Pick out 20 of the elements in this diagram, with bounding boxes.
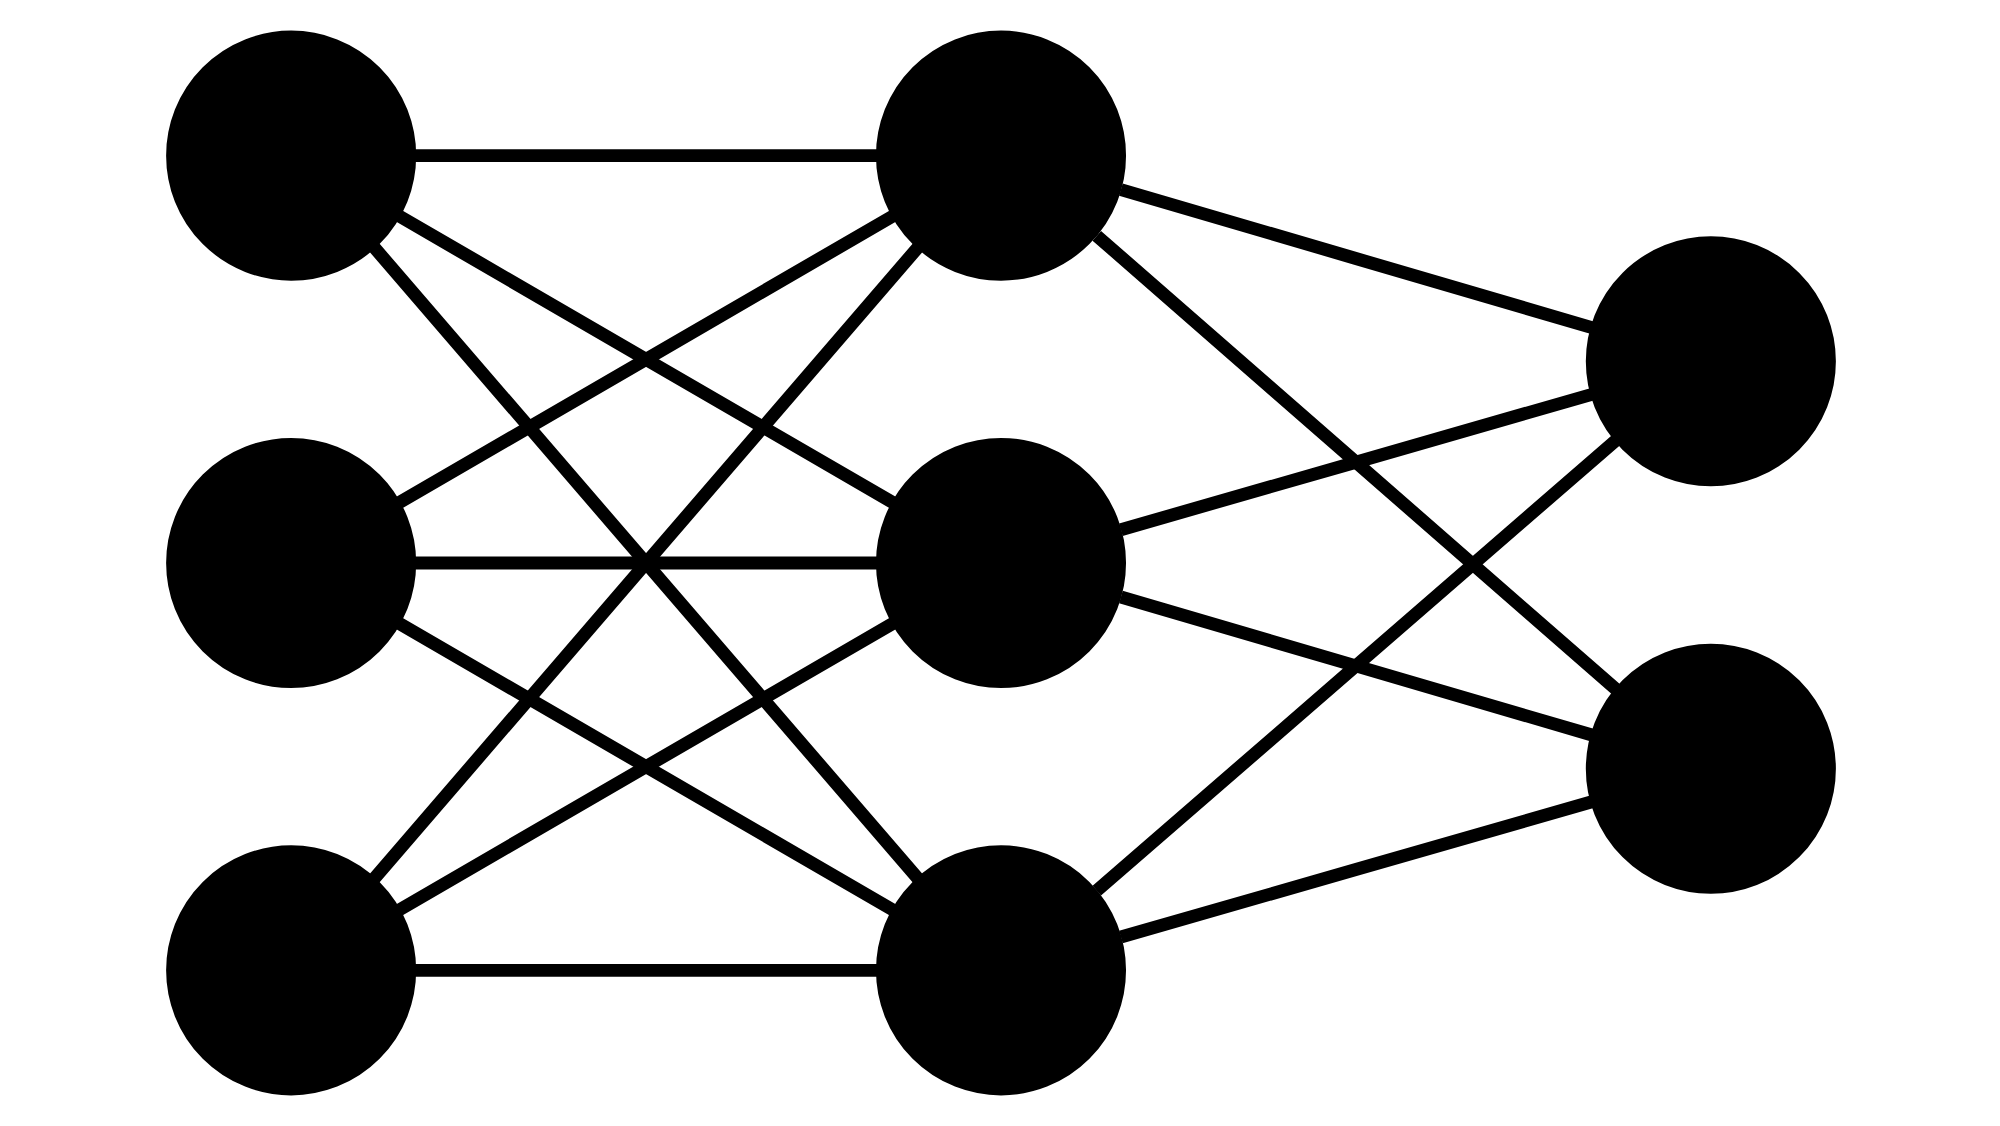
node-circle <box>874 845 1126 1096</box>
connector <box>394 617 896 916</box>
node-circle <box>165 30 416 281</box>
connector <box>1091 230 1620 695</box>
connector <box>1118 183 1593 334</box>
connector <box>1118 795 1593 944</box>
node-circle <box>874 437 1126 689</box>
node-circle <box>165 437 416 689</box>
connector <box>394 210 896 509</box>
node-circle <box>874 30 1126 281</box>
connector <box>1118 388 1593 536</box>
connector <box>413 149 877 163</box>
node-circle <box>1584 643 1835 894</box>
node-circle <box>1584 236 1835 487</box>
connector <box>1091 435 1620 896</box>
node-circle <box>165 845 416 1096</box>
connector <box>413 556 877 570</box>
connector <box>1118 590 1593 742</box>
connector <box>413 963 877 977</box>
connector <box>368 243 922 883</box>
